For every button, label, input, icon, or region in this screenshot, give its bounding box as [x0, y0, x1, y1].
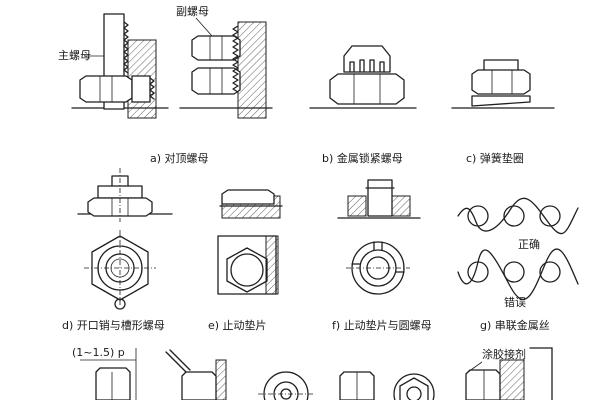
caption-g: g) 串联金属丝	[480, 318, 550, 332]
figure-c-spring-washer	[451, 59, 555, 109]
caption-d: d) 开口销与槽形螺母	[62, 318, 165, 332]
figure-b-metal-lock-nut	[309, 45, 417, 109]
main-nut	[79, 75, 133, 103]
bottom-row-partial-figures: (1~1.5) p 涂胶接剂	[72, 346, 553, 400]
figure-e-tab-washer	[217, 189, 283, 295]
adhesive-label: 涂胶接剂	[482, 347, 526, 361]
caption-b: b) 金属锁紧螺母	[322, 151, 403, 165]
figure-d-cotter-pin-slotted-nut	[77, 168, 173, 310]
wrong-label: 错误	[504, 295, 526, 309]
secondary-nut-label: 副螺母	[176, 5, 209, 18]
main-nut-label: 主螺母	[58, 49, 91, 62]
figure-a2-jam-nuts: 副螺母	[176, 5, 273, 119]
figure-a-jam-nuts: 主螺母	[58, 13, 169, 119]
caption-c: c) 弹簧垫圈	[466, 151, 524, 165]
correct-label: 正确	[518, 238, 540, 251]
caption-f: f) 止动垫片与圆螺母	[332, 318, 432, 332]
pitch-dimension-label: (1~1.5) p	[72, 346, 125, 359]
figure-g-series-wire: 正确 错误	[457, 197, 579, 309]
figure-f-tab-washer-round-nut	[337, 179, 421, 295]
caption-a: a) 对顶螺母	[150, 151, 209, 165]
caption-e: e) 止动垫片	[208, 318, 267, 332]
